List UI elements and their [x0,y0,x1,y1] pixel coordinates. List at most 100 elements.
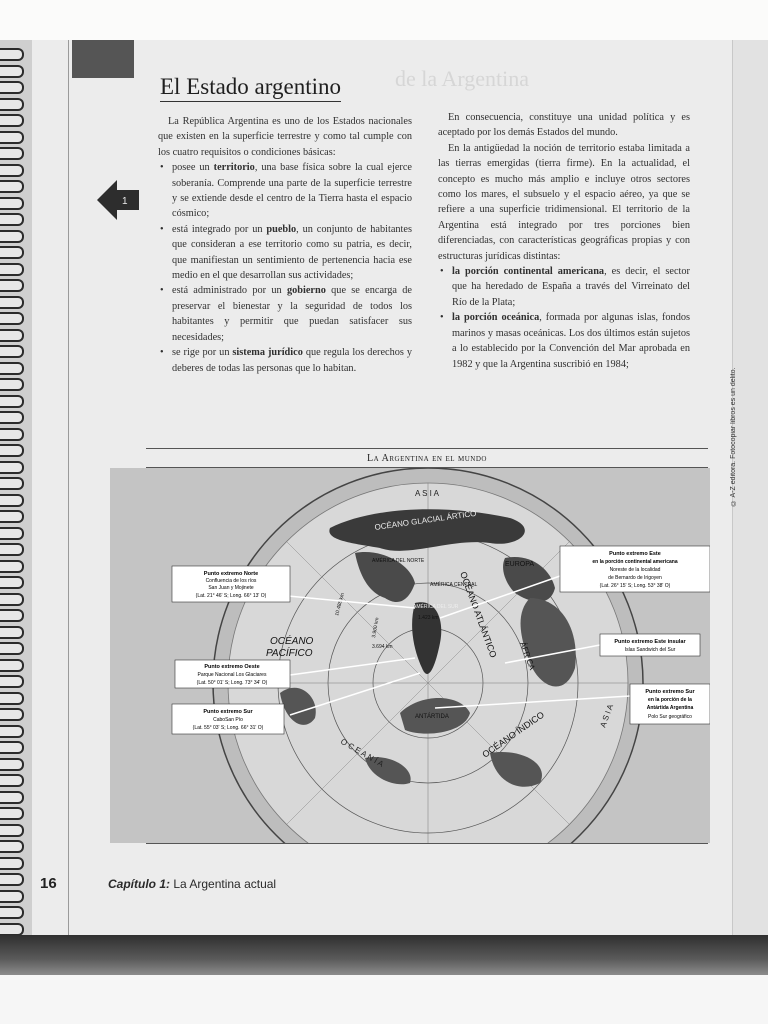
arrow-left-icon: 1 [97,180,139,220]
leader-line [287,595,416,609]
svg-text:San Juan y Mojinete: San Juan y Mojinete [208,585,254,591]
binding-coil [0,790,24,804]
binding-coil [0,526,24,540]
svg-text:Parque Nacional Los Glaciares: Parque Nacional Los Glaciares [198,672,267,678]
binding-coil [0,97,24,111]
page-title: El Estado argentino [160,74,341,102]
distance-label: 10.488 km [334,592,346,616]
svg-text:(Lat. 21° 46' S; Long. 66° 13': (Lat. 21° 46' S; Long. 66° 13' O) [196,593,267,599]
copyright-note: © A-Z editora. Fotocopiar libros es un d… [730,367,737,506]
north-america-shape [355,552,415,603]
binding-coil [0,279,24,292]
paragraph: En consecuencia, constituye una unidad p… [438,112,690,139]
oceania-shape [280,687,316,725]
arrow-number: 1 [122,196,128,207]
callout-west-extreme: Punto extremo Oeste Parque Nacional Los … [174,659,291,689]
binding-coil [0,361,24,375]
leader-line [289,672,421,716]
binding-coil [0,757,24,771]
map-title: La Argentina en el mundo [367,453,487,464]
paragraph: En la antigüedad la noción de territorio… [438,142,690,262]
binding-coil [0,724,24,738]
binding-coil [0,48,24,61]
callout-title: Punto extremo Este [609,551,661,557]
binding-coil [0,708,24,721]
callout-north-extreme: Punto extremo Norte Confluencia de los r… [171,565,291,603]
map-label-pacific: PACÍFICO [266,646,313,659]
left-column: La República Argentina es uno de los Est… [158,114,412,376]
svg-text:Noreste de la localidad: Noreste de la localidad [610,567,661,573]
binding-coil [0,444,24,457]
leader-line [289,657,416,676]
binding-coil [0,213,24,226]
callout-east-insular-extreme: Punto extremo Este insular Islas Sandwic… [599,633,701,657]
callout-title: Punto extremo Norte [204,571,258,577]
leader-line [504,644,601,664]
binding-coil [0,411,24,424]
binding-coil [0,427,24,441]
svg-text:Polo Sur geográfico: Polo Sur geográfico [648,714,692,720]
binding-coil [0,262,24,276]
list-item: la porción oceánica, formada por algunas… [438,310,690,372]
map-label-europe: EUROPA [505,561,534,568]
list-item: se rige por un sistema jurídico que regu… [158,345,412,376]
binding-coil [0,691,24,705]
chapter-footer: Capítulo 1: La Argentina actual [108,877,276,891]
binding-coil [0,559,24,573]
territory-portions-list: la porción continental americana, es dec… [438,264,690,372]
svg-text:(Lat. 26° 15' S; Long. 53° 38': (Lat. 26° 15' S; Long. 53° 38' O) [600,583,671,589]
binding-coil [0,246,24,259]
binding-coil [0,823,24,837]
callout-east-extreme: Punto extremo Este en la porción contine… [559,545,710,593]
leader-line [439,575,561,619]
state-requirements-list: posee un territorio, una base física sob… [158,160,412,376]
world-map: A S I A OCÉANO GLACIAL ÁRTICO AMÉRICA DE… [110,468,710,843]
binding-coil [0,889,24,903]
table-surface [0,975,768,1024]
svg-text:Antártida Argentina: Antártida Argentina [647,705,694,711]
ghost-title: de la Argentina [395,66,529,91]
binding-coil [0,345,24,358]
distance-label: 3.900 km [371,617,380,638]
callout-title: Punto extremo Sur [203,709,253,715]
distance-label: 3.694 km [372,644,393,650]
binding-coil [0,477,24,490]
binding-coil [0,510,24,523]
map-label-antarctica: ANTÁRTIDA [415,713,449,720]
binding-coil [0,81,24,94]
page-number: 16 [40,875,57,892]
map-label-asia: A S I A [415,489,440,498]
margin-line [68,40,69,940]
list-item: está administrado por un gobierno que se… [158,283,412,345]
binding-coil [0,130,24,144]
svg-text:en la porción de la: en la porción de la [648,697,692,703]
svg-text:Islas Sandwich del Sur: Islas Sandwich del Sur [625,647,676,653]
europe-shape [503,557,555,602]
binding-coil [0,163,24,177]
binding-coil [0,64,24,78]
book-cover-edge [0,935,768,975]
binding-coil [0,180,24,193]
callout-south-extreme: Punto extremo Sur CaboSan Pío (Lat. 55° … [171,703,285,735]
chapter-tab [72,40,134,78]
binding-coil [0,840,24,853]
svg-text:en la porción continental amer: en la porción continental americana [592,559,678,565]
binding-coil [0,394,24,408]
binding-coil [0,675,24,688]
callout-antarctic-south-extreme: Punto extremo Sur en la porción de la An… [629,683,710,725]
binding-coil [0,642,24,655]
callout-title: Punto extremo Sur [645,689,695,695]
binding-coil [0,625,24,639]
asia-shape [365,757,411,785]
svg-text:(Lat. 50° 01' S; Long. 73° 34': (Lat. 50° 01' S; Long. 73° 34' O) [197,680,268,686]
list-item: posee un territorio, una base física sob… [158,160,412,222]
map-label-south-america: AMÉRICA DEL SUR [413,603,459,610]
callout-title: Punto extremo Oeste [204,664,259,670]
map-top-rule [146,448,708,449]
svg-text:de Bernardo de Irigoyen: de Bernardo de Irigoyen [608,575,662,581]
map-label-central-america: AMÉRICA CENTRAL [430,581,477,588]
binding-coil [0,114,24,127]
northern-landmass [329,509,525,551]
svg-text:(Lat. 55° 03' S; Long. 66° 31': (Lat. 55° 03' S; Long. 66° 31' O) [193,725,264,731]
page-edges [732,40,768,945]
